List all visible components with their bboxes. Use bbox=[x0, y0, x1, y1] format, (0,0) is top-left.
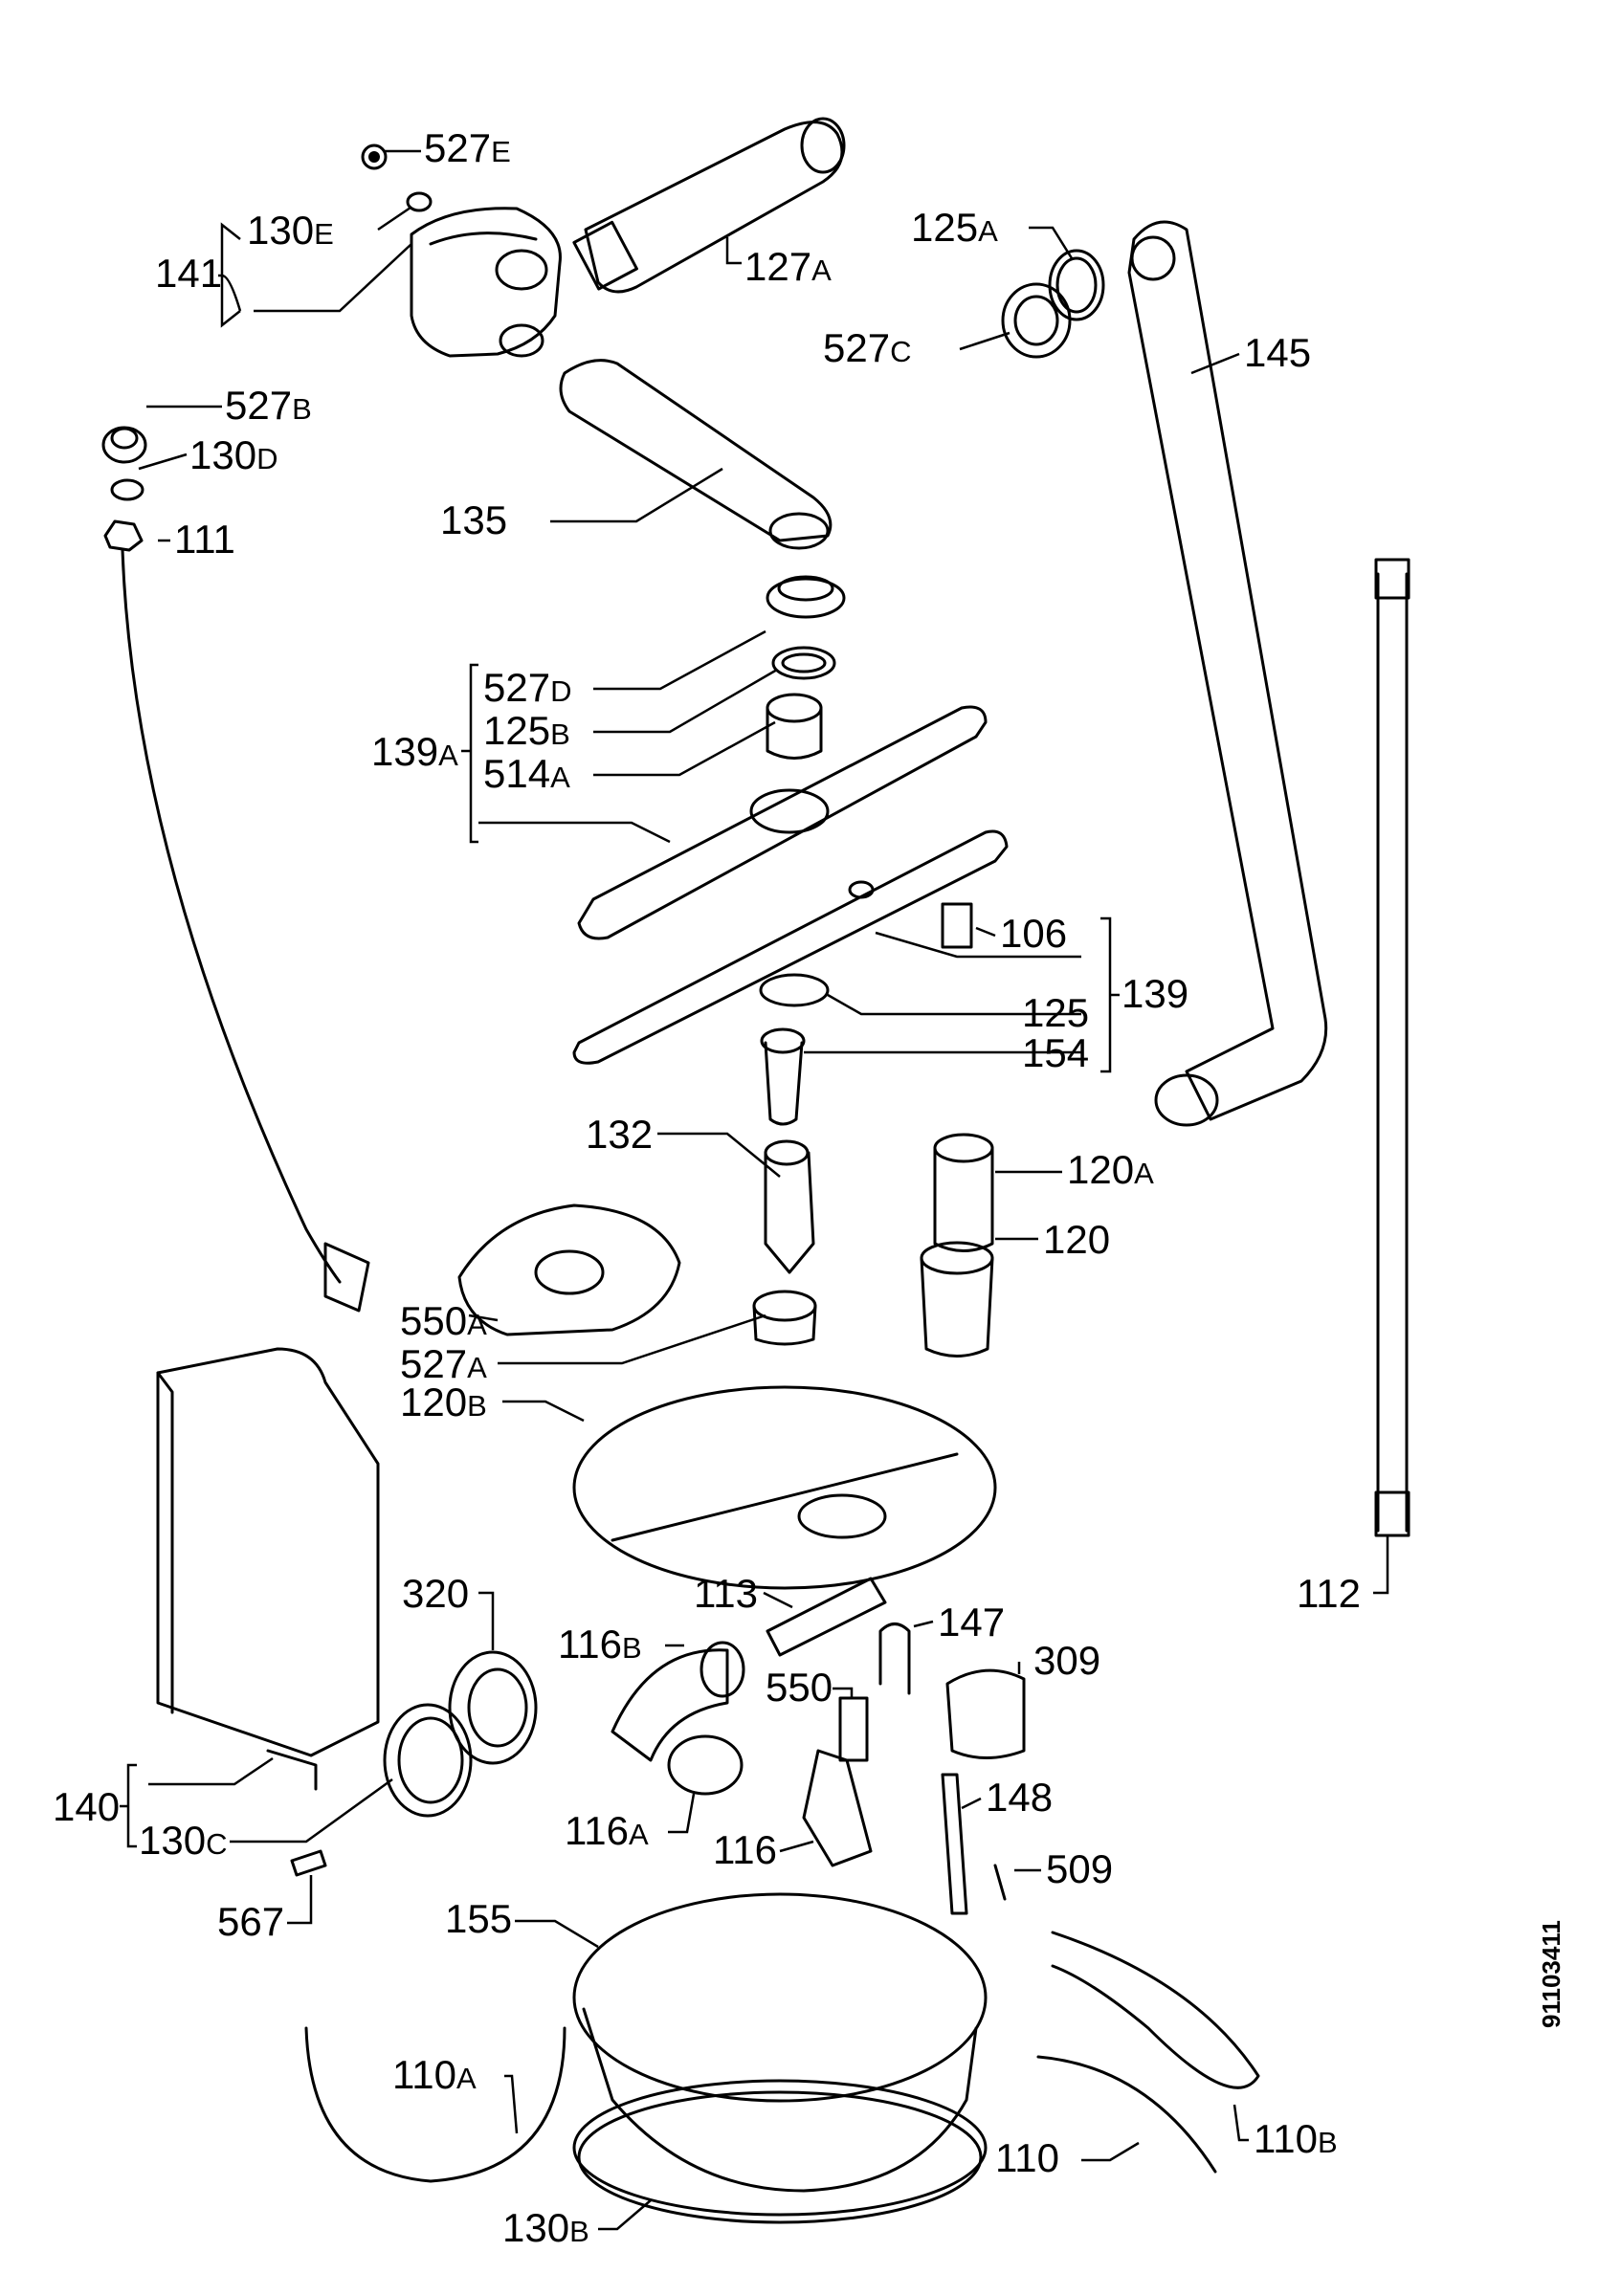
label-130e: 130E bbox=[247, 208, 334, 253]
label-509: 509 bbox=[1046, 1846, 1113, 1891]
part-110b-hose bbox=[1051, 1931, 1260, 2089]
label-527b: 527B bbox=[225, 383, 312, 428]
part-550a-cover bbox=[457, 1203, 681, 1336]
part-148-bracket bbox=[941, 1773, 968, 1915]
part-111-sensor-cable bbox=[103, 519, 370, 1313]
part-132-tube bbox=[764, 1139, 815, 1274]
label-567: 567 bbox=[217, 1899, 284, 1944]
part-567-clip bbox=[290, 1849, 327, 1877]
label-527c: 527C bbox=[823, 325, 911, 370]
label-527e: 527E bbox=[424, 125, 511, 170]
label-110b: 110B bbox=[1254, 2116, 1338, 2161]
label-514a: 514A bbox=[483, 751, 570, 796]
label-147: 147 bbox=[938, 1600, 1005, 1645]
part-120a-filter bbox=[933, 1133, 994, 1252]
label-130d: 130D bbox=[189, 432, 278, 477]
part-113-heater bbox=[766, 1577, 887, 1657]
part-130d-washer bbox=[110, 478, 144, 501]
part-110-hose bbox=[1036, 2055, 1217, 2174]
part-139a-upper-spray-arm bbox=[577, 705, 988, 940]
part-527c-nut bbox=[1001, 282, 1072, 359]
part-309-cap bbox=[945, 1668, 1026, 1759]
part-145-supply-pipe bbox=[1127, 220, 1328, 1127]
label-127a: 127A bbox=[744, 244, 832, 289]
part-147-clip bbox=[878, 1623, 911, 1695]
label-125b: 125B bbox=[483, 708, 570, 753]
part-120b-filter-plate bbox=[572, 1385, 997, 1590]
part-127a-duct bbox=[572, 117, 846, 294]
part-120-filter bbox=[920, 1241, 994, 1358]
drawing-number: 91103411 bbox=[1537, 1920, 1566, 2028]
part-116a-flap bbox=[667, 1734, 744, 1796]
label-130b: 130B bbox=[502, 2205, 589, 2250]
label-120a: 120A bbox=[1067, 1147, 1154, 1192]
label-130c: 130C bbox=[139, 1818, 227, 1863]
label-106: 106 bbox=[1000, 911, 1067, 956]
part-110a-hose bbox=[304, 2026, 566, 2183]
part-116-valve bbox=[802, 1749, 873, 1867]
label-132: 132 bbox=[586, 1112, 653, 1157]
label-145: 145 bbox=[1244, 330, 1311, 375]
part-125b-ring bbox=[771, 646, 836, 680]
part-527a-nut bbox=[752, 1290, 817, 1346]
label-116: 116 bbox=[713, 1827, 777, 1872]
label-135: 135 bbox=[440, 497, 507, 542]
label-110: 110 bbox=[995, 2135, 1059, 2180]
part-125a-ring bbox=[1048, 249, 1105, 321]
label-154: 154 bbox=[1022, 1030, 1089, 1075]
label-120b: 120B bbox=[400, 1380, 487, 1424]
part-139-lower-spray-arm bbox=[572, 829, 1009, 1065]
part-155-sump bbox=[572, 1892, 988, 2193]
part-527b-nut bbox=[101, 426, 147, 464]
part-125-seal bbox=[759, 973, 830, 1007]
part-141-nozzle-housing bbox=[410, 207, 562, 358]
part-106-clip bbox=[941, 902, 973, 949]
label-116b: 116B bbox=[558, 1622, 642, 1667]
label-125: 125 bbox=[1022, 990, 1089, 1035]
part-130e-washer bbox=[406, 191, 433, 212]
part-135-upper-spray-tube bbox=[559, 359, 833, 550]
label-141: 141 bbox=[155, 251, 222, 296]
label-116a: 116A bbox=[565, 1808, 649, 1853]
part-154-shaft bbox=[760, 1027, 806, 1126]
label-550: 550 bbox=[766, 1665, 833, 1710]
label-148: 148 bbox=[986, 1775, 1053, 1820]
label-320: 320 bbox=[402, 1571, 469, 1616]
part-527e-nut bbox=[361, 144, 388, 170]
label-139: 139 bbox=[1122, 971, 1188, 1016]
part-130c-gasket bbox=[383, 1703, 473, 1818]
label-112: 112 bbox=[1297, 1571, 1361, 1616]
label-527a: 527A bbox=[400, 1341, 487, 1386]
label-140: 140 bbox=[53, 1784, 120, 1829]
part-130b-seal bbox=[572, 2079, 988, 2224]
label-309: 309 bbox=[1033, 1638, 1100, 1683]
part-514a-hub bbox=[766, 693, 823, 760]
part-140-water-softener bbox=[156, 1347, 380, 1791]
part-320-valve bbox=[448, 1650, 538, 1765]
label-113: 113 bbox=[694, 1571, 758, 1616]
label-120: 120 bbox=[1043, 1217, 1110, 1262]
part-527d-nut bbox=[766, 575, 846, 619]
part-112-hose bbox=[1374, 558, 1410, 1537]
part-509-pin bbox=[993, 1864, 1007, 1901]
label-550a: 550A bbox=[400, 1298, 487, 1343]
label-111: 111 bbox=[174, 517, 235, 562]
part-116b-valve bbox=[611, 1641, 745, 1762]
label-527d: 527D bbox=[483, 665, 571, 710]
label-139a: 139A bbox=[371, 729, 458, 774]
label-125a: 125A bbox=[911, 205, 998, 250]
part-550-block bbox=[838, 1696, 869, 1762]
label-155: 155 bbox=[445, 1896, 512, 1941]
leader-lines bbox=[120, 149, 1389, 2231]
label-110a: 110A bbox=[392, 2052, 477, 2097]
part-labels: 527E 130E 141 127A 125A 527C 145 527B 13… bbox=[53, 125, 1361, 2250]
